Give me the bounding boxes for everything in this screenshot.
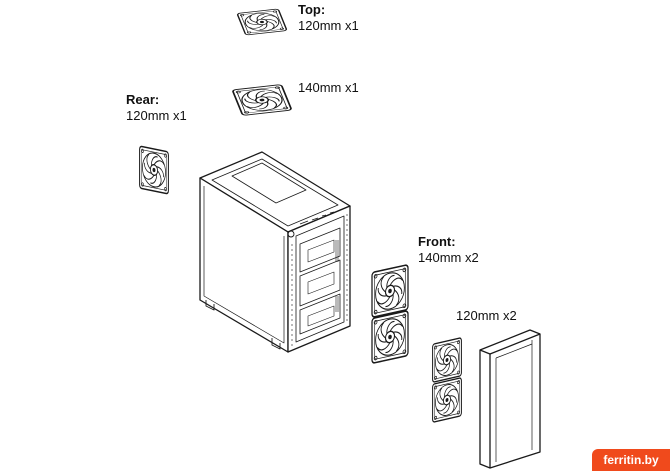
front-fan-140-lower (371, 309, 409, 365)
pc-case (199, 151, 351, 353)
front-panel (479, 329, 541, 469)
label-rear-spec: 120mm x1 (126, 108, 187, 123)
front-fan-120-upper (431, 336, 463, 384)
label-rear: Rear: 120mm x1 (126, 92, 187, 124)
label-front: Front: 140mm x2 (418, 234, 479, 266)
front-fan-140-upper (371, 263, 409, 319)
label-front-title: Front: (418, 234, 456, 249)
watermark-badge: ferritin.by (592, 449, 670, 471)
label-top: Top: 120mm x1 (298, 2, 359, 34)
rear-fan-120 (138, 145, 170, 195)
label-front-spec: 140mm x2 (418, 250, 479, 265)
label-top-second: 140mm x1 (298, 80, 359, 96)
label-rear-title: Rear: (126, 92, 160, 107)
label-front-second-spec: 120mm x2 (456, 308, 517, 323)
label-top-spec: 120mm x1 (298, 18, 359, 33)
label-top-title: Top: (298, 2, 326, 17)
label-top-second-spec: 140mm x1 (298, 80, 359, 95)
top-fan-120 (236, 8, 288, 36)
label-front-second: 120mm x2 (456, 308, 517, 324)
top-fan-140 (231, 83, 293, 117)
front-fan-120-lower (431, 376, 463, 424)
